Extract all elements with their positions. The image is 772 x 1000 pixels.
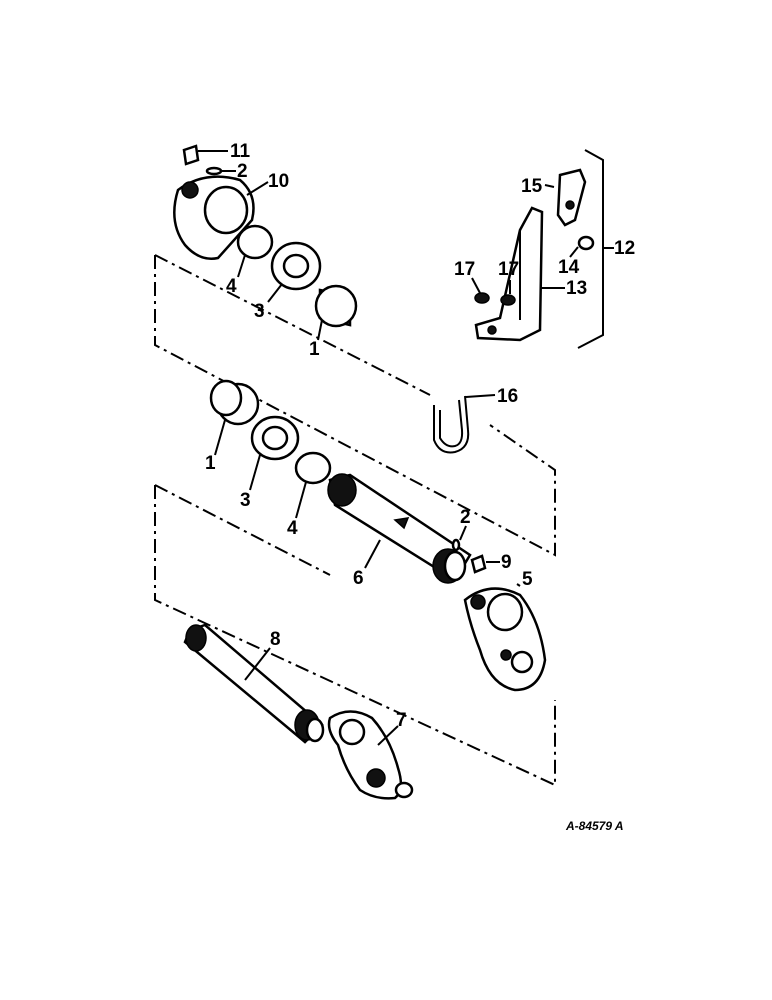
callout-17-left: 17	[454, 259, 475, 280]
part-3-seal-lower	[250, 415, 300, 461]
assembly-outline-lower	[154, 485, 556, 787]
callout-15: 15	[521, 176, 543, 197]
part-2-pin-upper	[205, 166, 223, 176]
callout-10: 10	[268, 171, 289, 192]
callout-1-upper: 1	[309, 339, 320, 360]
part-1-bushing-lower	[209, 379, 260, 426]
callout-16: 16	[497, 386, 518, 407]
callout-14: 14	[558, 257, 580, 278]
part-7-arm	[327, 710, 414, 800]
callout-4-lower: 4	[287, 518, 298, 539]
callout-8: 8	[270, 629, 281, 650]
part-1-bushing-upper	[314, 284, 358, 328]
callout-5: 5	[522, 569, 533, 590]
part-5-arm	[463, 587, 547, 692]
callout-7: 7	[396, 710, 407, 731]
catalog-number: A-84579 A	[565, 819, 624, 833]
callout-6: 6	[353, 568, 364, 589]
callout-17-right: 17	[498, 259, 519, 280]
part-16-u-bolt	[433, 395, 470, 454]
part-15-lever	[556, 168, 587, 227]
callout-1-lower: 1	[205, 453, 216, 474]
callout-13: 13	[566, 278, 587, 299]
callout-11: 11	[230, 141, 251, 162]
leader-lines	[198, 150, 614, 746]
part-11-key	[182, 144, 200, 166]
callout-2-lower: 2	[460, 507, 471, 528]
callout-4-upper: 4	[226, 276, 237, 297]
part-4-ring-upper	[236, 224, 274, 260]
callout-3-lower: 3	[240, 490, 251, 511]
part-2-pin-lower	[451, 538, 461, 552]
assembly-outline-upper-link	[154, 254, 431, 396]
callout-2-upper: 2	[237, 161, 248, 182]
part-9-key	[470, 554, 487, 574]
callout-3-upper: 3	[254, 301, 265, 322]
assembly-outline-lower-link	[154, 484, 331, 576]
part-6-splined-shaft	[327, 473, 472, 584]
assembly-outline-upper	[154, 255, 556, 557]
part-3-seal-upper	[270, 241, 322, 291]
part-4-ring-lower	[294, 451, 332, 485]
part-13-bracket	[474, 206, 544, 342]
part-8-shaft	[183, 623, 325, 744]
part-17-nut-right	[500, 294, 516, 306]
callout-12: 12	[614, 238, 635, 259]
part-14-bolt	[577, 235, 595, 251]
part-10-arm	[173, 175, 255, 260]
part-17-nut-left	[474, 292, 490, 304]
callout-9: 9	[501, 552, 512, 573]
